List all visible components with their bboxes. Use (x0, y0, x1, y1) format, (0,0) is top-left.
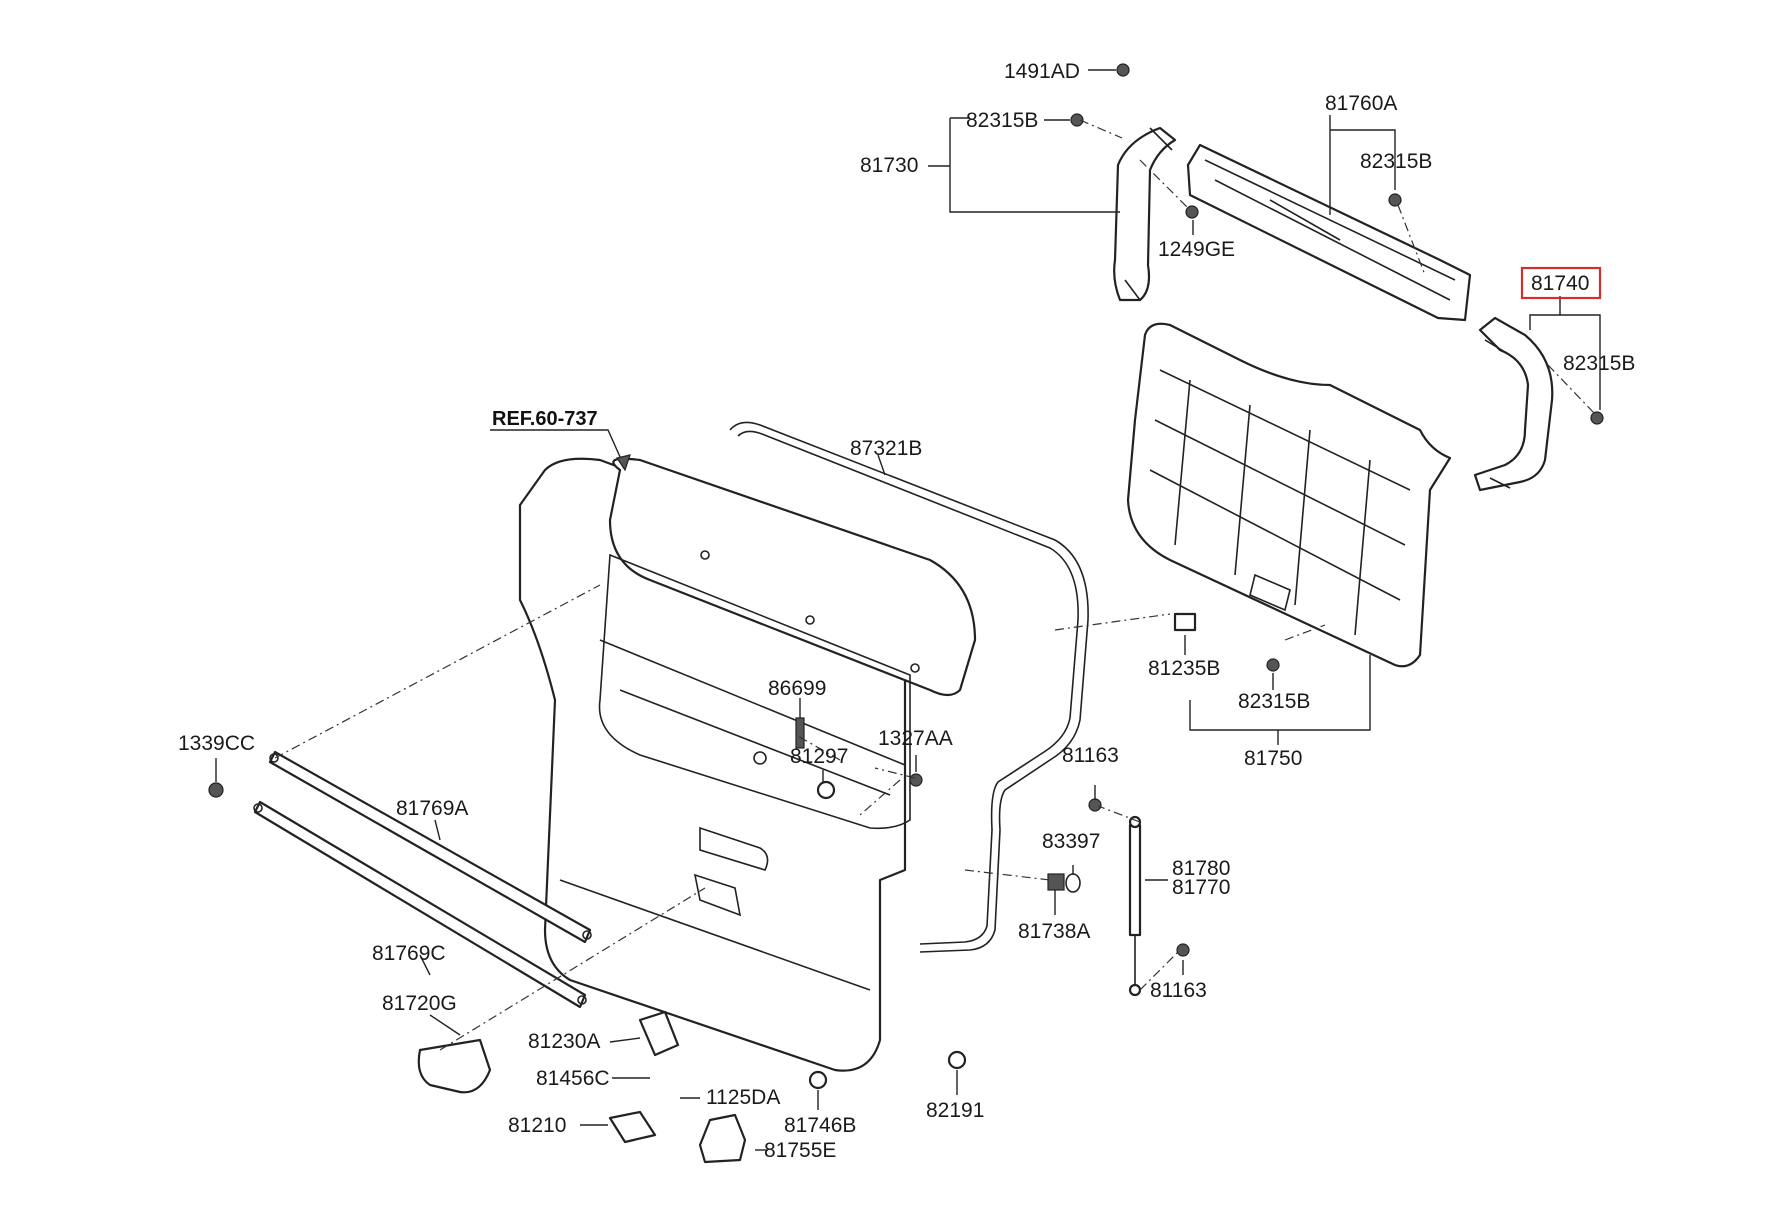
label-87321B: 87321B (850, 437, 922, 460)
label-81746B: 81746B (784, 1114, 856, 1137)
label-81770: 81770 (1172, 876, 1230, 899)
label-81730: 81730 (860, 154, 918, 177)
label-81230A: 81230A (528, 1030, 600, 1053)
dashed-lines (274, 119, 1597, 1051)
cover-81755E (698, 1113, 747, 1164)
label-81769A: 81769A (396, 797, 468, 820)
label-81769C: 81769C (372, 942, 446, 965)
label-81780: 81780 (1172, 857, 1230, 880)
label-81755E: 81755E (764, 1139, 836, 1162)
weatherstrip-87321B (729, 421, 1089, 953)
label-1339CC: 1339CC (178, 732, 255, 755)
trim-81760A (1186, 143, 1472, 322)
fasteners (208, 63, 1604, 1090)
ref-arrow (490, 429, 626, 469)
reference-label: REF.60-737 (492, 408, 598, 430)
label-81456C: 81456C (536, 1067, 610, 1090)
latch-81230A (638, 1010, 680, 1057)
label-1125DA: 1125DA (706, 1086, 780, 1109)
bracket-81210 (608, 1110, 657, 1144)
highlight-box-81740 (1520, 266, 1602, 300)
label-81750: 81750 (1244, 747, 1302, 770)
label-82315B-lower: 82315B (1238, 690, 1310, 713)
label-81210: 81210 (508, 1114, 566, 1137)
trim-81740 (1473, 316, 1554, 492)
label-86699: 86699 (768, 677, 826, 700)
label-81297: 81297 (790, 745, 848, 768)
handle-81720G (417, 1038, 492, 1094)
label-82315B-upper-right: 82315B (1360, 150, 1432, 173)
label-81740: 81740 (1531, 272, 1589, 295)
tailgate-panel (518, 457, 977, 1072)
label-82191: 82191 (926, 1099, 984, 1122)
label-83397: 83397 (1042, 830, 1100, 853)
label-81720G: 81720G (382, 992, 457, 1015)
strut-81769C (253, 800, 587, 1009)
label-81235B: 81235B (1148, 657, 1220, 680)
leader-lines (215, 69, 1601, 1151)
label-1249GE: 1249GE (1158, 238, 1235, 261)
label-81163-lower: 81163 (1150, 979, 1207, 1002)
label-81760A: 81760A (1325, 92, 1397, 115)
part-labels: REF.60-737 1491AD 82315B 81730 1249GE 81… (178, 60, 1635, 1162)
label-81163-upper: 81163 (1062, 744, 1119, 767)
gas-spring-81780 (1128, 815, 1142, 997)
strut-81769A (268, 750, 592, 944)
trim-81730 (1113, 126, 1177, 302)
trim-panel-81750 (1126, 322, 1452, 668)
label-1491AD: 1491AD (1004, 60, 1080, 83)
label-1327AA: 1327AA (878, 727, 953, 750)
label-82315B-top: 82315B (966, 109, 1038, 132)
label-81738A: 81738A (1018, 920, 1090, 943)
label-82315B-right: 82315B (1563, 352, 1635, 375)
